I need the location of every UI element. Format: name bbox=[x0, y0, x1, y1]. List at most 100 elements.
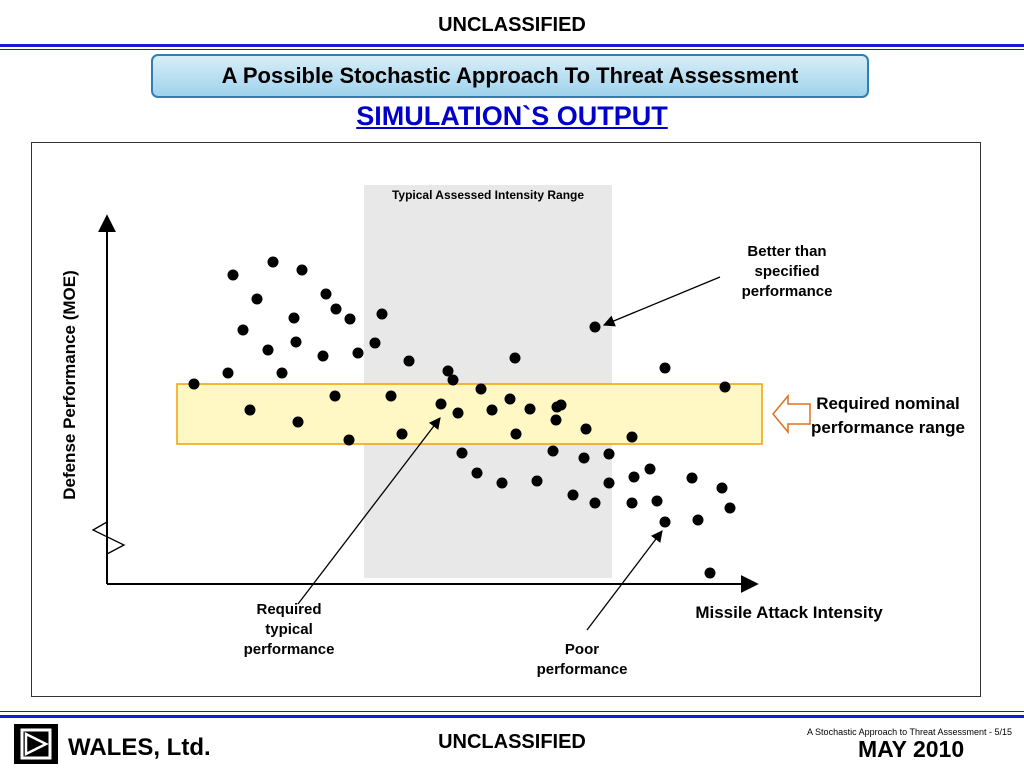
data-point bbox=[603, 477, 615, 489]
data-point bbox=[385, 390, 397, 402]
data-point bbox=[296, 264, 308, 276]
data-point bbox=[716, 482, 728, 494]
required-typical-line-1: Required bbox=[256, 601, 322, 618]
data-point bbox=[628, 471, 640, 483]
data-point bbox=[550, 414, 562, 426]
better-than-line-3: performance bbox=[741, 283, 833, 300]
data-point bbox=[524, 403, 536, 415]
axis-break-symbol bbox=[91, 521, 126, 555]
nominal-range-pointer-arrow bbox=[772, 393, 811, 435]
x-axis-label: Missile Attack Intensity bbox=[695, 603, 883, 622]
data-point bbox=[547, 445, 559, 457]
required-nominal-line-2: performance range bbox=[811, 418, 965, 437]
slide-subtitle: SIMULATION`S OUTPUT bbox=[356, 101, 668, 131]
data-point bbox=[251, 293, 263, 305]
data-point bbox=[452, 407, 464, 419]
data-point bbox=[578, 452, 590, 464]
slide-footer-note: A Stochastic Approach to Threat Assessme… bbox=[807, 727, 1012, 737]
data-point bbox=[531, 475, 543, 487]
required-typical-label: Required typical performance bbox=[228, 600, 350, 660]
data-point bbox=[330, 303, 342, 315]
data-point bbox=[496, 477, 508, 489]
slide-title-banner: A Possible Stochastic Approach To Threat… bbox=[151, 54, 869, 98]
company-name: WALES, Ltd. bbox=[68, 734, 211, 761]
data-point bbox=[290, 336, 302, 348]
better-than-line-1: Better than bbox=[747, 243, 827, 260]
data-point bbox=[403, 355, 415, 367]
data-point bbox=[442, 365, 454, 377]
company-logo bbox=[14, 724, 58, 764]
typical-intensity-range-band bbox=[364, 185, 612, 578]
data-point bbox=[567, 489, 579, 501]
required-typical-line-3: performance bbox=[243, 641, 335, 658]
footer-rule bbox=[0, 715, 1024, 718]
header-rule-thin bbox=[0, 49, 1024, 50]
data-point bbox=[276, 367, 288, 379]
data-point bbox=[456, 447, 468, 459]
data-point bbox=[686, 472, 698, 484]
data-point bbox=[344, 313, 356, 325]
data-point bbox=[227, 269, 239, 281]
poor-line-1: Poor bbox=[564, 641, 600, 658]
y-axis-label: Defense Performance (MOE) bbox=[60, 270, 79, 500]
required-typical-line-2: typical bbox=[265, 621, 313, 638]
data-point bbox=[188, 378, 200, 390]
classification-bottom: UNCLASSIFIED bbox=[438, 731, 586, 753]
data-point bbox=[589, 321, 601, 333]
data-point bbox=[486, 404, 498, 416]
better-than-label: Better than specified performance bbox=[727, 242, 847, 302]
data-point bbox=[504, 393, 516, 405]
data-point bbox=[376, 308, 388, 320]
required-nominal-line-1: Required nominal bbox=[816, 394, 960, 413]
header-rule bbox=[0, 44, 1024, 47]
data-point bbox=[692, 514, 704, 526]
data-point bbox=[447, 374, 459, 386]
data-point bbox=[237, 324, 249, 336]
data-point bbox=[509, 352, 521, 364]
data-point bbox=[603, 448, 615, 460]
footer-date: MAY 2010 bbox=[858, 736, 965, 762]
data-point bbox=[475, 383, 487, 395]
better-than-arrow bbox=[602, 276, 721, 327]
required-nominal-label: Required nominal performance range bbox=[808, 392, 968, 440]
data-point bbox=[651, 495, 663, 507]
typical-range-label: Typical Assessed Intensity Range bbox=[391, 188, 585, 202]
data-point bbox=[580, 423, 592, 435]
poor-line-2: performance bbox=[536, 661, 628, 678]
chart-frame bbox=[31, 142, 981, 697]
data-point bbox=[267, 256, 279, 268]
data-points bbox=[188, 256, 736, 579]
data-point bbox=[719, 381, 731, 393]
data-point bbox=[396, 428, 408, 440]
data-point bbox=[471, 467, 483, 479]
poor-performance-label: Poor performance bbox=[522, 640, 642, 680]
data-point bbox=[626, 497, 638, 509]
data-point bbox=[343, 434, 355, 446]
logo-mark-icon bbox=[20, 728, 52, 760]
required-typical-arrow bbox=[297, 417, 441, 605]
data-point bbox=[704, 567, 716, 579]
data-point bbox=[724, 502, 736, 514]
data-point bbox=[317, 350, 329, 362]
data-point bbox=[244, 404, 256, 416]
data-point bbox=[626, 431, 638, 443]
data-point bbox=[262, 344, 274, 356]
footer-rule-thin bbox=[0, 711, 1024, 712]
data-point bbox=[288, 312, 300, 324]
data-point bbox=[352, 347, 364, 359]
data-point bbox=[435, 398, 447, 410]
data-point bbox=[320, 288, 332, 300]
data-point bbox=[555, 399, 567, 411]
classification-top: UNCLASSIFIED bbox=[438, 14, 586, 36]
data-point bbox=[659, 362, 671, 374]
data-point bbox=[369, 337, 381, 349]
data-point bbox=[659, 516, 671, 528]
required-nominal-band bbox=[176, 383, 763, 445]
data-point bbox=[292, 416, 304, 428]
poor-performance-arrow bbox=[586, 530, 663, 631]
data-point bbox=[222, 367, 234, 379]
data-point bbox=[510, 428, 522, 440]
data-point bbox=[644, 463, 656, 475]
data-point bbox=[329, 390, 341, 402]
